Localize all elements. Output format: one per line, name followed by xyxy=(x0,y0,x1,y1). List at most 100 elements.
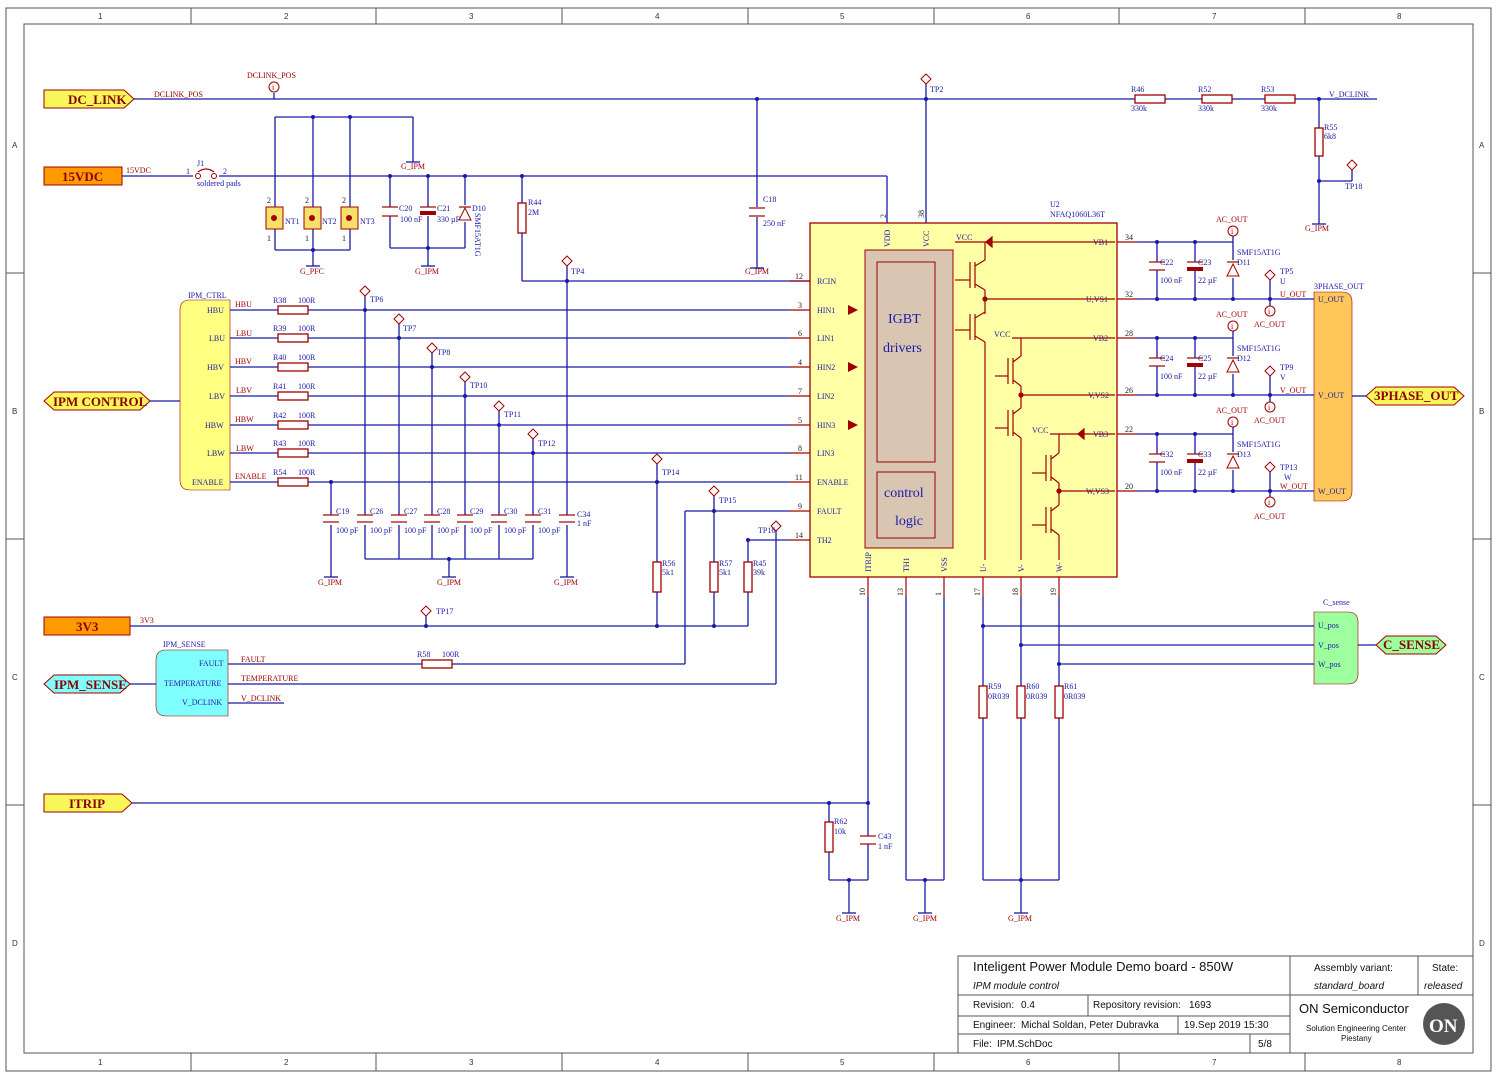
svg-text:D13: D13 xyxy=(1237,450,1251,459)
svg-text:LBV: LBV xyxy=(209,392,225,401)
svg-text:C27: C27 xyxy=(404,507,417,516)
svg-text:3PHASE_OUT: 3PHASE_OUT xyxy=(1374,388,1459,403)
svg-text:100 nF: 100 nF xyxy=(1160,372,1183,381)
svg-text:TP5: TP5 xyxy=(1280,267,1293,276)
svg-text:1: 1 xyxy=(98,1058,103,1067)
svg-text:TH2: TH2 xyxy=(817,536,832,545)
svg-text:1693: 1693 xyxy=(1189,1000,1212,1011)
svg-text:TP13: TP13 xyxy=(1280,463,1297,472)
port-ipm-sense[interactable]: IPM_SENSE xyxy=(43,674,131,694)
svg-text:A: A xyxy=(1479,141,1485,150)
svg-text:100R: 100R xyxy=(298,353,316,362)
svg-text:SMF15AT1G: SMF15AT1G xyxy=(1237,440,1281,449)
testpoint-tp2[interactable]: TP2 xyxy=(920,73,943,94)
svg-text:R56: R56 xyxy=(662,559,675,568)
svg-text:2: 2 xyxy=(879,214,888,218)
svg-text:IPM_CTRL: IPM_CTRL xyxy=(188,291,227,300)
svg-text:1: 1 xyxy=(98,12,103,21)
port-ipm-control[interactable]: IPM CONTROL xyxy=(43,391,151,411)
svg-text:V-: V- xyxy=(1017,564,1026,572)
svg-text:330k: 330k xyxy=(1261,104,1277,113)
svg-text:ITRIP: ITRIP xyxy=(69,796,105,811)
net-labels-control: HBU LBU HBV LBV HBW LBW ENABLE 3V3 FAULT… xyxy=(140,300,298,703)
net-dclink-pos: DCLINK_POS xyxy=(154,90,203,99)
bottom-wires xyxy=(132,597,1314,913)
ic-bottom-pins: 10 ITRIP 13 TH1 1 VSS 17 U- 18 V- 19 W- xyxy=(858,551,1064,597)
port-15vdc[interactable]: 15VDC xyxy=(43,166,123,186)
svg-text:100 pF: 100 pF xyxy=(437,526,460,535)
svg-text:34: 34 xyxy=(1125,233,1133,242)
svg-text:4: 4 xyxy=(655,12,660,21)
svg-text:17: 17 xyxy=(973,588,982,596)
ntc-nt3[interactable]: 21 NT3 xyxy=(340,196,375,243)
ic-u2[interactable]: U2 NFAQ1060L36T IGBT drivers control log… xyxy=(790,200,1137,597)
svg-text:LBU: LBU xyxy=(209,334,225,343)
svg-text:IPM_SENSE: IPM_SENSE xyxy=(163,640,206,649)
resistor-r44[interactable]: R44 2M xyxy=(517,198,541,234)
svg-text:B: B xyxy=(1479,407,1484,416)
ntc-nt2[interactable]: 21 NT2 xyxy=(303,196,337,243)
sheet-title: Inteligent Power Module Demo board - 850… xyxy=(973,959,1234,974)
svg-text:10: 10 xyxy=(858,588,867,596)
net-v-dclink-top: V_DCLINK xyxy=(1329,90,1369,99)
svg-text:0R039: 0R039 xyxy=(1026,692,1047,701)
resistor-r55[interactable]: R55 6k8 xyxy=(1314,123,1337,157)
svg-text:1: 1 xyxy=(267,234,271,243)
svg-text:R58: R58 xyxy=(417,650,430,659)
junction-dots-control xyxy=(329,308,750,628)
port-3phase-out[interactable]: 3PHASE_OUT xyxy=(1365,386,1465,406)
svg-text:1 nF: 1 nF xyxy=(577,519,592,528)
svg-text:AC_OUT: AC_OUT xyxy=(1254,320,1286,329)
svg-text:i: i xyxy=(1268,498,1271,507)
svg-text:drivers: drivers xyxy=(883,341,922,356)
svg-text:2: 2 xyxy=(305,196,309,205)
testpoint-tp18[interactable]: TP18 xyxy=(1345,159,1362,191)
testpoints-control[interactable]: TP6 TP7 TP8 TP10 TP11 TP12 TP14 TP15 TP1… xyxy=(359,285,782,617)
testpoint-tp4[interactable]: TP4 xyxy=(561,255,584,276)
svg-text:VCC: VCC xyxy=(994,330,1010,339)
capacitor-c21[interactable]: C21 330 µF xyxy=(420,204,461,224)
resistor-r53[interactable]: R53 330k xyxy=(1261,85,1296,113)
svg-text:NT2: NT2 xyxy=(322,217,337,226)
svg-text:C32: C32 xyxy=(1160,450,1173,459)
svg-text:G_IPM: G_IPM xyxy=(415,267,439,276)
svg-text:22 µF: 22 µF xyxy=(1198,468,1218,477)
svg-text:C33: C33 xyxy=(1198,450,1211,459)
svg-text:TEMPERATURE: TEMPERATURE xyxy=(241,674,298,683)
port-dc-link[interactable]: DC_LINK xyxy=(43,89,135,109)
svg-text:C21: C21 xyxy=(437,204,450,213)
port-3v3[interactable]: 3V3 xyxy=(43,616,131,636)
svg-text:W_OUT: W_OUT xyxy=(1280,482,1308,491)
svg-text:HBU: HBU xyxy=(207,306,224,315)
svg-text:100 pF: 100 pF xyxy=(538,526,561,535)
resistor-r52[interactable]: R52 330k xyxy=(1198,85,1233,113)
diode-d10[interactable]: D10 SMF15AT1G xyxy=(458,204,486,257)
jumper-j1[interactable]: J1 1 2 soldered pads xyxy=(186,159,241,188)
harness-ipm-ctrl: IPM_CTRL HBU LBU HBV LBV HBW LBW ENABLE xyxy=(150,291,231,491)
svg-text:HIN1: HIN1 xyxy=(817,306,835,315)
svg-text:1 nF: 1 nF xyxy=(878,842,893,851)
svg-text:7: 7 xyxy=(798,387,802,396)
port-itrip[interactable]: ITRIP xyxy=(43,793,133,813)
capacitor-c20[interactable]: C20 100 nF xyxy=(382,204,423,224)
svg-text:Engineer:: Engineer: xyxy=(973,1020,1016,1031)
svg-text:ENABLE: ENABLE xyxy=(192,478,224,487)
port-c-sense[interactable]: C_SENSE xyxy=(1375,635,1447,655)
resistor-r46[interactable]: R46 330k xyxy=(1131,85,1166,113)
ntc-nt1[interactable]: 21 NT1 xyxy=(265,196,300,243)
svg-text:D11: D11 xyxy=(1237,258,1250,267)
svg-text:LBV: LBV xyxy=(236,386,252,395)
company-name: ON Semiconductor xyxy=(1299,1001,1409,1016)
svg-text:R44: R44 xyxy=(528,198,541,207)
svg-text:1: 1 xyxy=(934,592,943,596)
capacitor-c18[interactable]: C18 250 nF xyxy=(749,195,786,228)
svg-text:soldered pads: soldered pads xyxy=(197,179,241,188)
ic-top-pins: 2 VDD 38 VCC xyxy=(879,210,931,247)
